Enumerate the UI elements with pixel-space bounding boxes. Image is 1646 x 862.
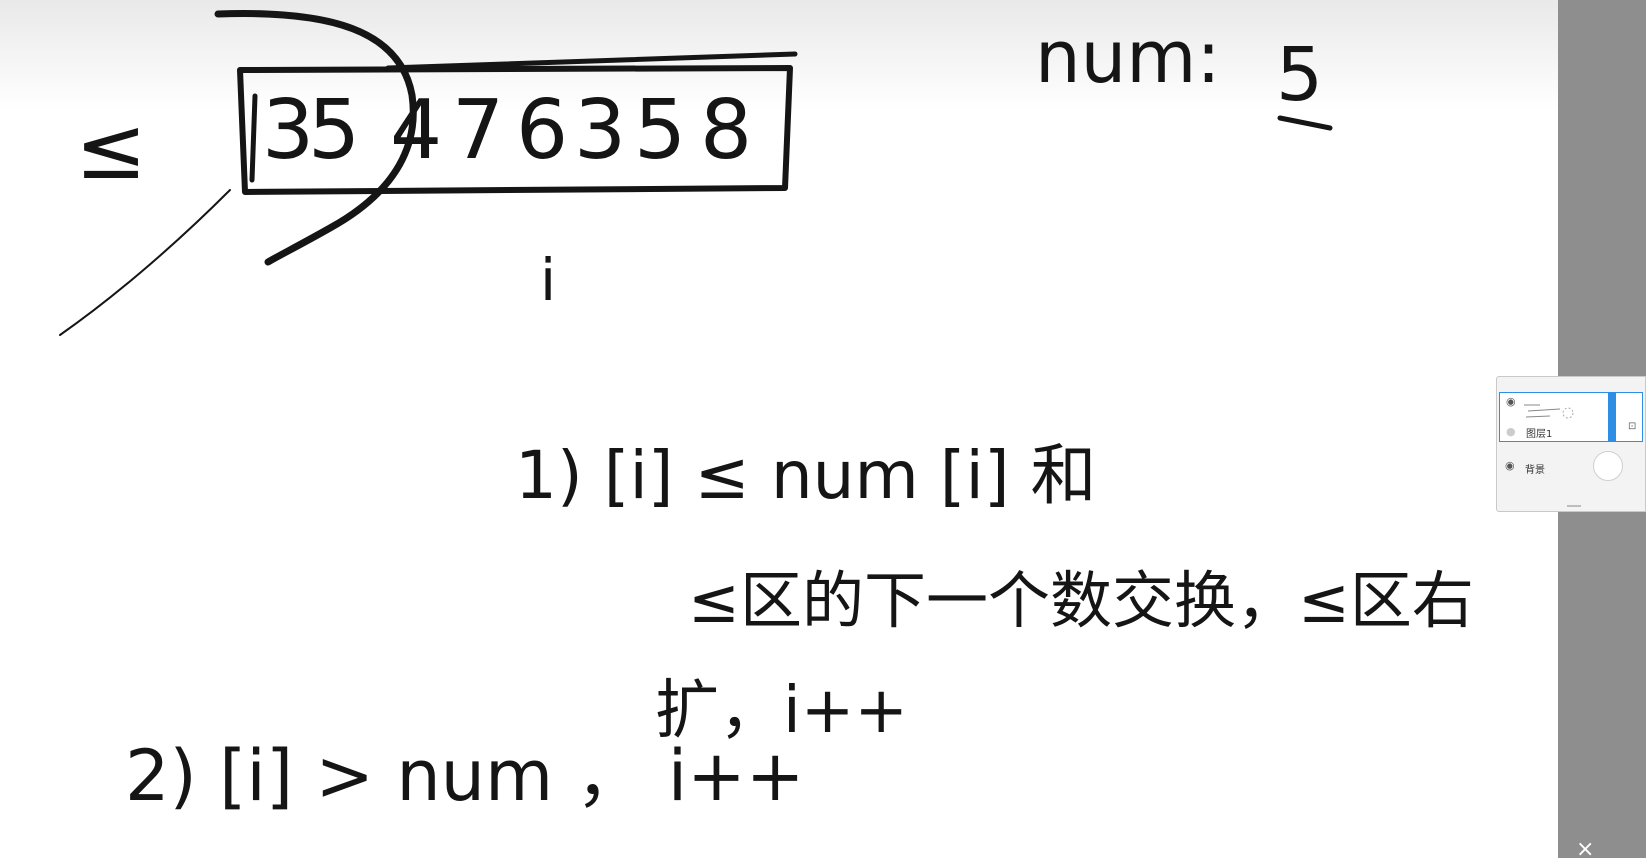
num-value: 5 (1276, 32, 1323, 118)
layer-thumbnail (1524, 404, 1574, 419)
layers-panel[interactable]: ◉ 图层1 ● ⊡ ◉ 背景 (1496, 376, 1646, 512)
array-digit: 8 (700, 83, 752, 178)
selection-bar (1608, 393, 1616, 441)
layer-name-label: 图层1 (1526, 429, 1553, 440)
rule1-line1: 1) [i] ≤ num [i] 和 (515, 437, 1097, 514)
eye-icon[interactable]: ◉ (1506, 395, 1516, 408)
num-underline (1277, 115, 1333, 131)
array-box-top-extension (385, 51, 798, 71)
background-color-swatch[interactable] (1593, 451, 1623, 481)
array-digit: 5 (308, 83, 360, 178)
layer-row-background[interactable]: ◉ 背景 (1499, 449, 1643, 489)
rule2: 2) [i] > num ， i++ (125, 735, 805, 817)
array-digit: 6 (516, 83, 568, 178)
le-symbol-left: ≤ (75, 99, 147, 199)
region-arc (214, 10, 417, 266)
array-digit: 3 (262, 83, 314, 178)
panel-resize-handle[interactable] (1567, 505, 1581, 507)
faint-stroke (59, 189, 231, 336)
rule1-line2: ≤区的下一个数交换，≤区右 (688, 564, 1474, 637)
visibility-dot-icon[interactable]: ● (1506, 425, 1516, 438)
layer-row-layer1[interactable]: ◉ 图层1 ● ⊡ (1499, 392, 1643, 442)
num-label: num: (1035, 15, 1221, 99)
array-digit: 5 (634, 83, 686, 178)
layer-name-label: 背景 (1525, 465, 1545, 476)
eye-icon[interactable]: ◉ (1505, 459, 1515, 472)
array-digit: 3 (574, 83, 626, 178)
lock-icon[interactable]: ⊡ (1628, 421, 1637, 432)
rule1-line3: 扩，i++ (655, 674, 908, 748)
array-box-outline (237, 65, 793, 195)
region-box-left (249, 93, 258, 183)
array-digit: 4 (390, 83, 442, 178)
pointer-i: i (540, 246, 556, 314)
close-icon[interactable]: × (1576, 837, 1595, 862)
array-digit: 7 (452, 83, 504, 178)
